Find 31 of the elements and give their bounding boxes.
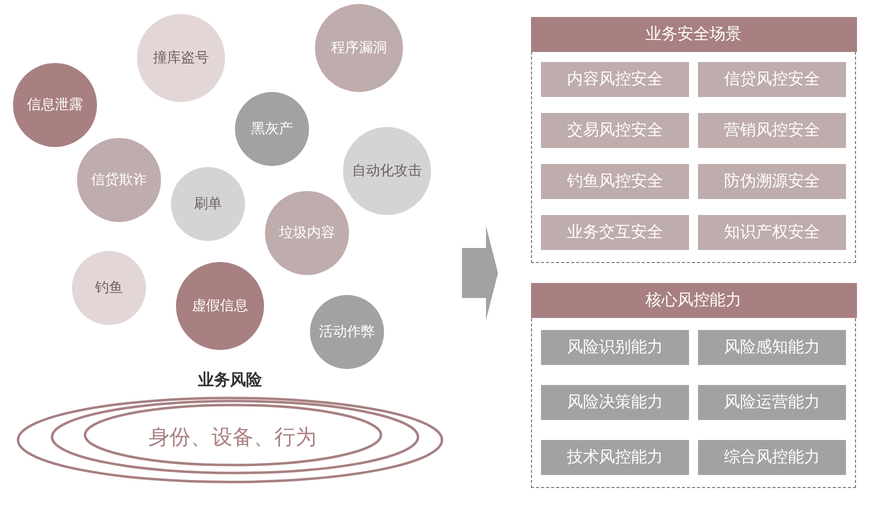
capability-box: 内容风控安全 — [541, 62, 689, 97]
capability-box: 风险决策能力 — [541, 385, 689, 420]
capability-box: 综合风控能力 — [698, 440, 846, 475]
capability-box: 钓鱼风控安全 — [541, 164, 689, 199]
circle-label: 程序漏洞 — [331, 39, 387, 57]
capability-box: 信贷风控安全 — [698, 62, 846, 97]
circle-label: 自动化攻击 — [352, 162, 422, 180]
dashed-panel — [531, 17, 856, 263]
dashed-panel — [531, 283, 856, 488]
circle-label: 虚假信息 — [192, 297, 248, 315]
capability-box: 风险感知能力 — [698, 330, 846, 365]
capability-box: 知识产权安全 — [698, 215, 846, 250]
capability-box: 营销风控安全 — [698, 113, 846, 148]
capability-box: 业务交互安全 — [541, 215, 689, 250]
capability-box: 交易风控安全 — [541, 113, 689, 148]
capability-box: 防伪溯源安全 — [698, 164, 846, 199]
circle-label: 撞库盗号 — [153, 49, 209, 67]
capability-box: 风险运营能力 — [698, 385, 846, 420]
circle-label: 垃圾内容 — [279, 224, 335, 242]
capability-box: 风险识别能力 — [541, 330, 689, 365]
circle-label: 黑灰产 — [251, 120, 293, 138]
capability-box: 技术风控能力 — [541, 440, 689, 475]
group-heading: 业务风险 — [197, 370, 263, 391]
circle-label: 钓鱼 — [95, 279, 123, 297]
circle-label: 活动作弊 — [319, 323, 375, 341]
circle-label: 信贷欺诈 — [91, 171, 147, 189]
circle-label: 信息泄露 — [27, 96, 83, 114]
panel-header: 业务安全场景 — [530, 17, 856, 52]
panel-header: 核心风控能力 — [530, 283, 856, 318]
ellipse-label: 身份、设备、行为 — [148, 424, 318, 451]
circle-label: 刷单 — [194, 195, 222, 213]
